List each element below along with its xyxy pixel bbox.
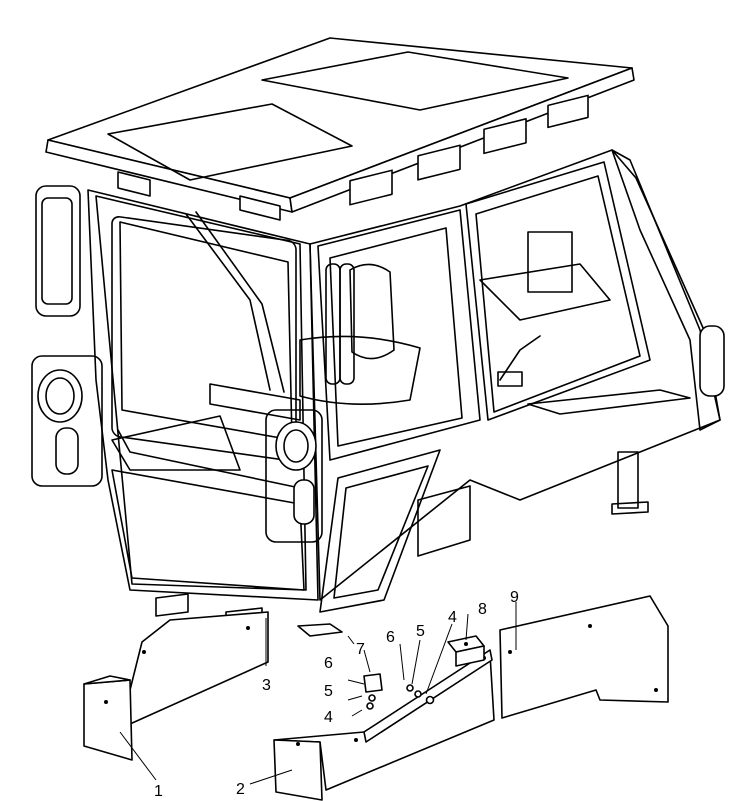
cab-body [87,149,725,613]
callout-5b: 5 [324,683,333,700]
callout-6a: 6 [386,629,395,646]
callout-labels: 1 2 3 4 4 5 5 6 6 7 8 9 [154,589,519,800]
callout-6b: 6 [324,655,333,672]
part-1-left-panel [83,611,269,761]
callout-8: 8 [478,601,487,618]
callout-2: 2 [236,781,245,798]
callout-4b: 4 [324,709,333,726]
callout-7: 7 [356,641,365,658]
fasteners [363,673,435,710]
callout-3: 3 [262,677,271,694]
leader-lines [119,602,517,785]
callout-4a: 4 [448,609,457,626]
left-side-equipment [31,185,323,543]
callout-5a: 5 [416,623,425,640]
part-9-right-panel [499,595,669,719]
callout-9: 9 [510,589,519,606]
roof-lights [117,94,589,221]
part-2-center-panel [273,649,495,801]
callout-1: 1 [154,783,163,800]
part-8-bracket [447,635,485,667]
